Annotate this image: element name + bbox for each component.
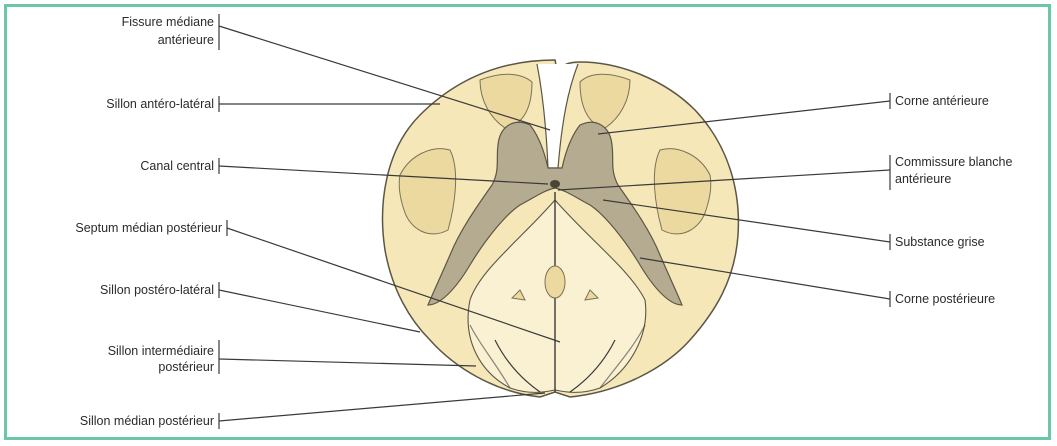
right-labels: Corne antérieure Commissure blanche anté… bbox=[895, 94, 1012, 306]
central-canal bbox=[550, 180, 560, 188]
label-sillon-antero-lateral: Sillon antéro-latéral bbox=[106, 97, 214, 111]
label-corne-anterieure: Corne antérieure bbox=[895, 94, 989, 108]
spinal-cord-section bbox=[383, 60, 739, 397]
label-sillon-intermediaire-line2: postérieur bbox=[158, 360, 214, 374]
label-corne-posterieure: Corne postérieure bbox=[895, 292, 995, 306]
label-commissure-line1: Commissure blanche bbox=[895, 155, 1012, 169]
label-sillon-intermediaire-line1: Sillon intermédiaire bbox=[108, 344, 214, 358]
label-sillon-median-posterieur: Sillon médian postérieur bbox=[80, 414, 214, 428]
left-labels: Fissure médiane antérieure Sillon antéro… bbox=[75, 15, 222, 428]
label-fissure-line2: antérieure bbox=[158, 33, 214, 47]
label-canal-central: Canal central bbox=[140, 159, 214, 173]
label-fissure-line1: Fissure médiane bbox=[122, 15, 214, 29]
label-sillon-postero-lateral: Sillon postéro-latéral bbox=[100, 283, 214, 297]
label-commissure-line2: antérieure bbox=[895, 172, 951, 186]
label-septum-median-posterieur: Septum médian postérieur bbox=[75, 221, 222, 235]
label-substance-grise: Substance grise bbox=[895, 235, 985, 249]
